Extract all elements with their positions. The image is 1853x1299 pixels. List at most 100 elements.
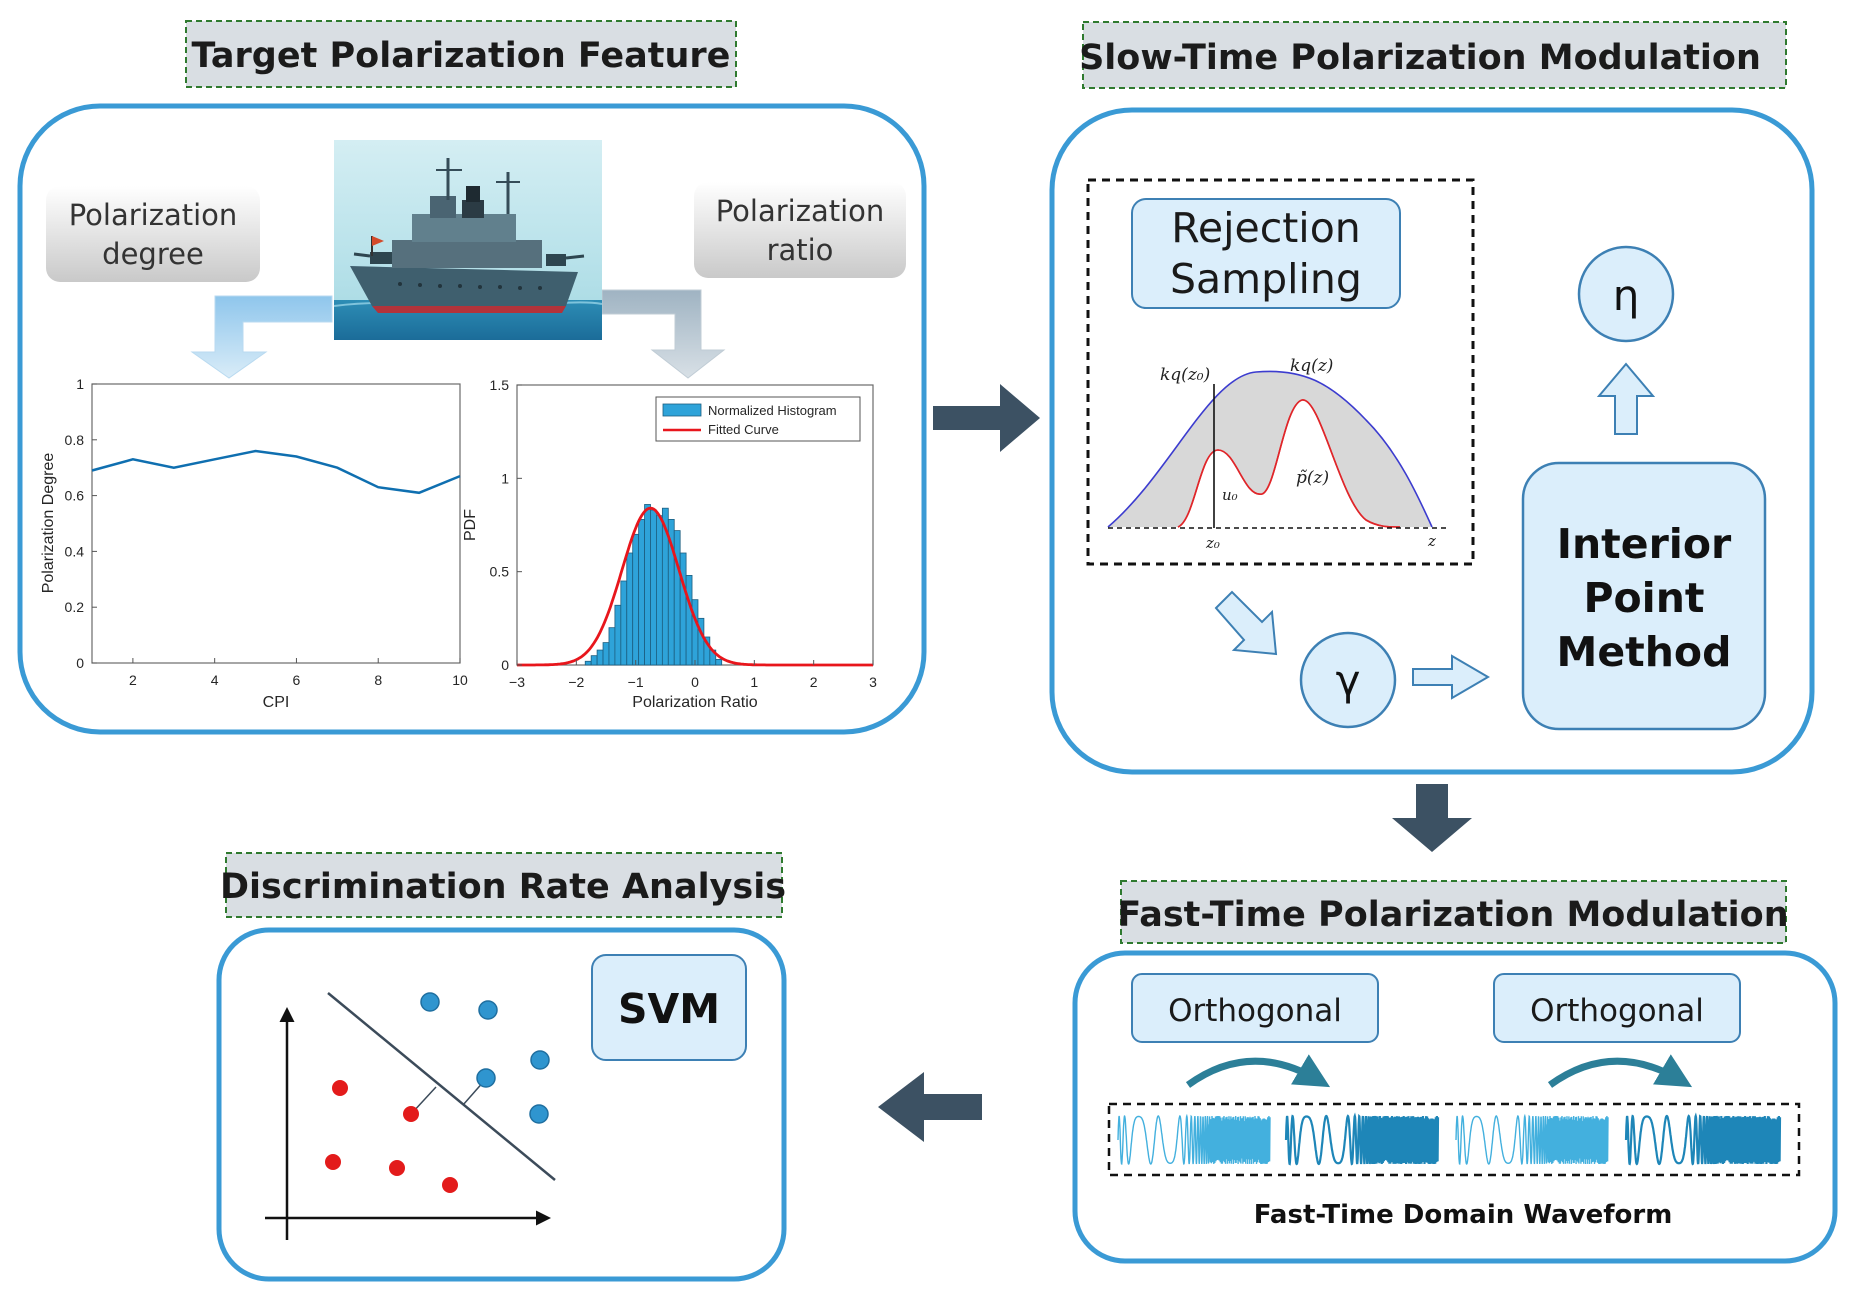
x-tick-label: 6 [293, 672, 301, 688]
y-tick-label: 1 [76, 376, 84, 392]
histogram-bar [644, 504, 651, 666]
histogram-bar [638, 519, 645, 666]
blue-point [476, 1068, 496, 1088]
histogram-bar [584, 660, 592, 666]
x-tick-label: 3 [869, 674, 877, 690]
arrow-down-icon [1392, 784, 1472, 852]
blue-point [478, 1000, 498, 1020]
histogram-bar [673, 530, 681, 666]
x-tick-label: 2 [810, 674, 818, 690]
histogram-bar [626, 552, 634, 666]
ratio-tag-line2: ratio [767, 233, 834, 267]
rejection-line1: Rejection [1171, 204, 1361, 252]
histogram-bar [650, 509, 657, 666]
gamma-node: γ [1299, 631, 1397, 729]
red-point [442, 1177, 458, 1193]
panel-target [17, 103, 927, 735]
arrow-left-icon [878, 1072, 982, 1142]
interior-line1: Interior [1557, 520, 1732, 568]
label-kq-z0: kq(z₀) [1160, 365, 1210, 385]
x-tick-label: 1 [750, 674, 758, 690]
arrow-to-ratio-icon [601, 289, 726, 379]
arrow-gamma-to-interior-icon [1412, 654, 1490, 700]
label-z: z [1427, 532, 1436, 550]
interior-line3: Method [1557, 628, 1732, 676]
line-chart-xlabel: CPI [263, 694, 290, 711]
label-z0: z₀ [1205, 534, 1220, 552]
y-tick-label: 0 [76, 655, 84, 671]
hist-chart-xlabel: Polarization Ratio [632, 694, 758, 711]
hist-legend: Normalized Histogram Fitted Curve [655, 396, 861, 442]
blue-point [530, 1050, 550, 1070]
title-target: Target Polarization Feature [185, 20, 737, 88]
svm-box: SVM [591, 954, 747, 1061]
svm-hyperplane [327, 992, 556, 1181]
curved-arrow-right-icon [1547, 1054, 1693, 1088]
waveform-segment [1117, 1113, 1271, 1165]
histogram-bar [715, 659, 723, 666]
gamma-symbol: γ [1336, 656, 1361, 705]
histogram-bar [679, 552, 687, 666]
arrow-up-to-eta-icon [1596, 362, 1656, 435]
polarization-degree-tag: Polarization degree [46, 186, 260, 282]
rejection-sampling-box: Rejection Sampling [1131, 198, 1401, 309]
histogram-bar [614, 604, 622, 666]
orthogonal-box-right: Orthogonal [1493, 973, 1741, 1043]
eta-symbol: η [1613, 271, 1640, 320]
eta-node: η [1577, 245, 1675, 343]
waveform-segment [1624, 1112, 1782, 1166]
curved-arrow-left-icon [1185, 1054, 1331, 1088]
panel-slow [1049, 107, 1815, 775]
interior-line2: Point [1583, 574, 1704, 622]
arrow-diag-to-gamma-icon [1214, 590, 1278, 656]
histogram-bar [596, 649, 604, 666]
warship-image [333, 140, 603, 340]
histogram-bars [584, 504, 723, 666]
histogram-bar [608, 627, 616, 666]
y-tick-label: 0.6 [65, 488, 85, 504]
x-tick-label: −1 [628, 674, 644, 690]
x-tick-label: 0 [691, 674, 699, 690]
histogram-bar [602, 642, 610, 666]
legend-hist-swatch [662, 403, 702, 417]
title-discrimination: Discrimination Rate Analysis [220, 852, 786, 918]
waveform-caption: Fast-Time Domain Waveform [1254, 1200, 1673, 1230]
hist-chart-ylabel: PDF [462, 509, 479, 541]
svm-label: SVM [618, 985, 720, 1033]
y-tick-label: 0 [501, 657, 509, 673]
y-tick-label: 0.4 [65, 543, 85, 559]
envelope-curve-kqz [1107, 370, 1433, 528]
red-class-points [325, 1080, 458, 1193]
title-fast: Fast-Time Polarization Modulation [1117, 880, 1789, 944]
orthogonal-box-left: Orthogonal [1131, 973, 1379, 1043]
ratio-tag-line1: Polarization [716, 194, 885, 228]
histogram-bar [685, 575, 693, 666]
polarization-degree-line [91, 449, 461, 495]
title-slow-text: Slow-Time Polarization Modulation [1079, 38, 1761, 78]
y-tick-label: 0.2 [65, 599, 85, 615]
blue-point [529, 1104, 549, 1124]
title-slow: Slow-Time Polarization Modulation [1079, 21, 1787, 89]
rejection-line2: Sampling [1170, 255, 1362, 303]
line-chart-yticks: 00.20.40.60.81 [65, 376, 97, 671]
hist-chart-yticks: 00.511.5 [490, 377, 522, 673]
x-tick-label: −2 [568, 674, 584, 690]
waveform-segment [1284, 1112, 1440, 1166]
red-point [403, 1106, 419, 1122]
label-u0: u₀ [1222, 486, 1238, 504]
panel-discrimination [216, 927, 787, 1282]
x-tick-label: 10 [452, 672, 468, 688]
svm-scatter-plot [265, 992, 556, 1240]
label-kq-z: kq(z) [1290, 356, 1333, 376]
arrow-to-degree-icon [190, 295, 333, 379]
red-point [332, 1080, 348, 1096]
blue-point [420, 992, 440, 1012]
legend-hist-label: Normalized Histogram [708, 403, 837, 418]
rejection-sampling-plot: kq(z₀) kq(z) p̃(z) u₀ z₀ z [1107, 356, 1450, 552]
degree-tag-line1: Polarization [69, 198, 238, 232]
y-tick-label: 1 [501, 470, 509, 486]
